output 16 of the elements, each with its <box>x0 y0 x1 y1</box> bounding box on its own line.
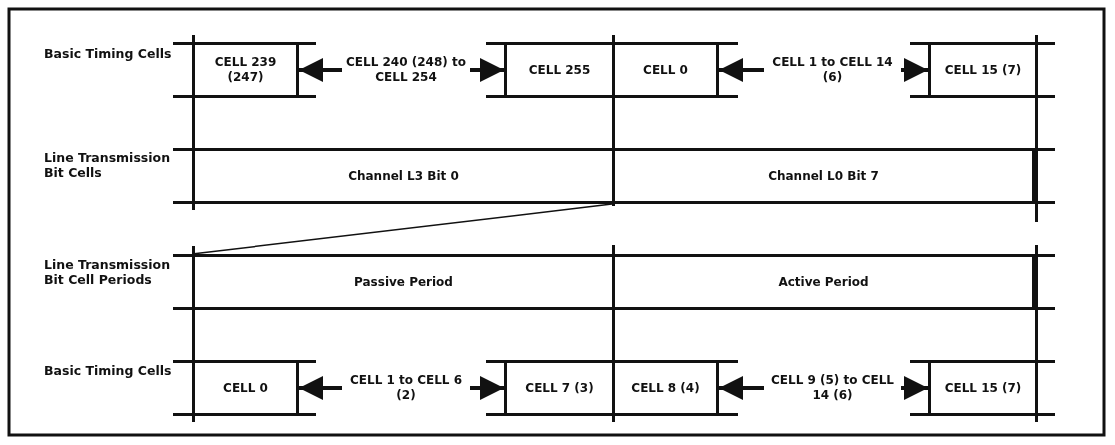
arrow <box>719 376 764 400</box>
arrow <box>901 376 928 400</box>
arrow <box>470 58 504 82</box>
cell-range-text: CELL 1 to CELL 14 (6) <box>760 42 905 98</box>
row-label: Basic Timing Cells <box>44 363 173 378</box>
cell-range-text: CELL 9 (5) to CELL 14 (6) <box>760 360 905 416</box>
row-label: Line Transmission Bit Cell Periods <box>44 257 172 287</box>
arrow <box>719 58 764 82</box>
arrow <box>470 376 504 400</box>
cell-range-text: CELL 1 to CELL 6 (2) <box>338 360 474 416</box>
row-label: Basic Timing Cells <box>44 46 173 61</box>
cell-range-text: CELL 240 (248) to CELL 254 <box>338 42 474 98</box>
arrow <box>901 58 928 82</box>
row-label: Line Transmission Bit Cells <box>44 150 172 180</box>
arrow <box>299 376 342 400</box>
arrow <box>299 58 342 82</box>
